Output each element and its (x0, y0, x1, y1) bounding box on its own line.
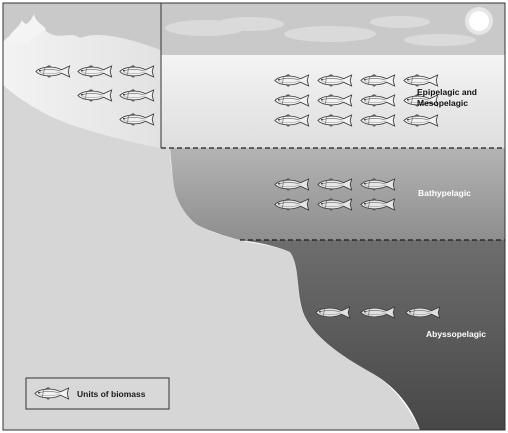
legend: Units of biomass (25, 377, 170, 410)
zone-label-bathy: Bathypelagic (418, 188, 471, 198)
zone-bathypelagic (170, 148, 505, 240)
coast-splash (6, 14, 46, 46)
land-seafloor (3, 85, 420, 430)
cloud-icon (165, 16, 476, 46)
sun-icon (465, 7, 493, 35)
zone-label-epi-meso-line-2: Mesopelagic (417, 98, 468, 108)
zone-label-epi-meso: Epipelagic and Mesopelagic (417, 87, 479, 108)
zone-label-epi-meso-line-1: Epipelagic and (417, 87, 477, 97)
zone-label-abysso: Abyssopelagic (426, 329, 486, 339)
zone-abyssopelagic (240, 240, 505, 430)
legend-label: Units of biomass (77, 389, 146, 399)
